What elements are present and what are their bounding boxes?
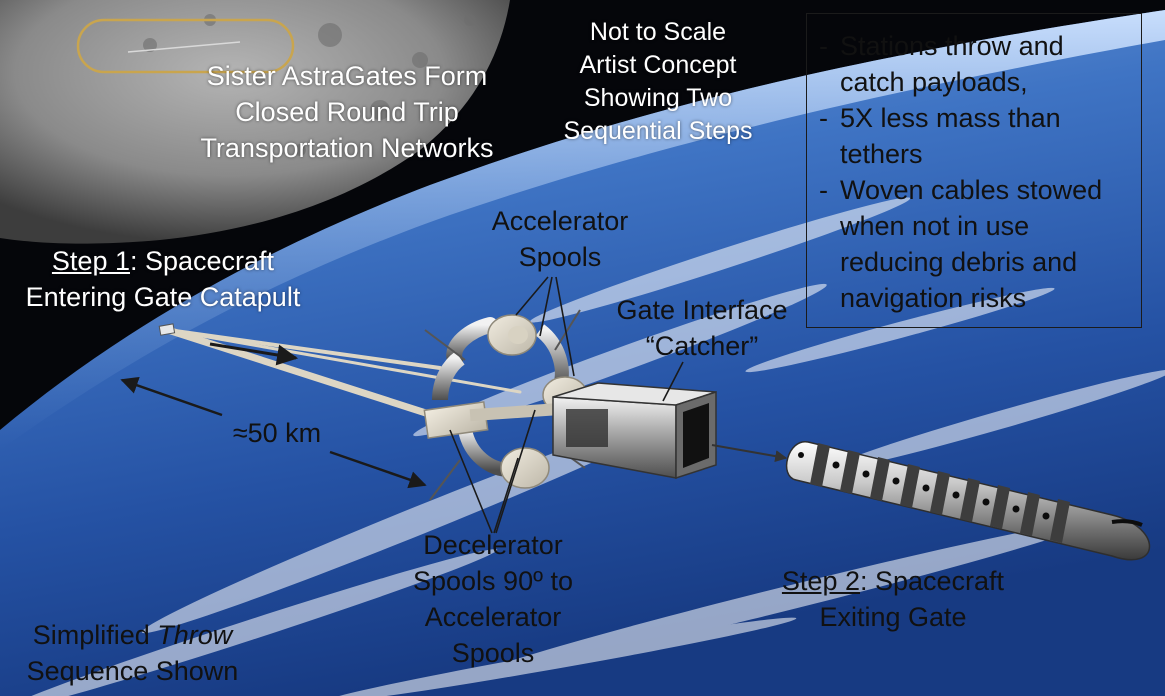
- key-point-1: Stations throw and catch payloads,: [819, 28, 1141, 100]
- step1-prefix: Step 1: [51, 246, 130, 276]
- gate-interface-label: Gate Interface “Catcher”: [603, 292, 801, 364]
- sister-gate-highlight: [76, 18, 295, 74]
- not-to-scale-line-3: Showing Two: [583, 84, 733, 112]
- gate-station: [423, 309, 717, 501]
- decelerator-spools-label: Decelerator Spools 90º to Accelerator Sp…: [403, 527, 583, 671]
- connector-bar: [469, 402, 566, 422]
- sister-gates-line-2: Closed Round Trip: [235, 97, 459, 127]
- distance-arrow-left: [120, 376, 223, 417]
- key-point-2-line-2: tethers: [840, 139, 923, 169]
- not-to-scale-line-1: Not to Scale: [589, 18, 727, 46]
- decelerator-line-2: Spools 90º to: [413, 566, 573, 596]
- gate-catcher-opening: [683, 403, 709, 468]
- key-point-3-line-3: reducing debris and: [840, 247, 1078, 277]
- step2-suffix: : Spacecraft: [859, 566, 1005, 596]
- step2-prefix: Step 2: [781, 566, 860, 596]
- step2-label: Step 2: Spacecraft Exiting Gate: [763, 563, 1023, 635]
- simplified-throw-label: Simplified Throw Sequence Shown: [10, 617, 255, 689]
- not-to-scale-line-2: Artist Concept: [579, 51, 737, 79]
- not-to-scale-label: Not to Scale Artist Concept Showing Two …: [553, 16, 763, 148]
- step1-line-2: Entering Gate Catapult: [25, 282, 301, 312]
- accelerator-line-2: Spools: [518, 242, 602, 272]
- sister-gates-line-1: Sister AstraGates Form: [206, 61, 488, 91]
- simplified-before: Simplified: [32, 620, 158, 650]
- simplified-line-1: Simplified Throw: [10, 617, 255, 653]
- key-point-3-line-2: when not in use: [840, 211, 1030, 241]
- step1-label: Step 1: Spacecraft Entering Gate Catapul…: [8, 243, 318, 315]
- key-point-1-line-1: Stations throw and: [840, 31, 1064, 61]
- key-point-2: 5X less mass than tethers: [819, 100, 1141, 172]
- spacecraft-step2: [785, 441, 1151, 561]
- gate-interface-line-2: “Catcher”: [645, 331, 759, 361]
- decelerator-line-4: Spools: [451, 638, 535, 668]
- step2-line-1: Step 2: Spacecraft: [763, 563, 1023, 599]
- simplified-italic: Throw: [157, 620, 233, 650]
- decelerator-spool-bottom: [500, 447, 550, 489]
- accelerator-spools-label: Accelerator Spools: [470, 203, 650, 275]
- key-points-list: Stations throw and catch payloads, 5X le…: [807, 14, 1141, 316]
- spacecraft-step1: [158, 323, 176, 336]
- leader-lines: [449, 276, 684, 534]
- key-point-2-line-1: 5X less mass than: [840, 103, 1061, 133]
- distance-arrow-right: [329, 450, 427, 489]
- gate-catcher-panel: [566, 409, 608, 447]
- sister-gates-label: Sister AstraGates Form Closed Round Trip…: [182, 58, 512, 166]
- sister-gates-line-3: Transportation Networks: [200, 133, 494, 163]
- key-point-3-line-1: Woven cables stowed: [840, 175, 1103, 205]
- moon-craters: [143, 14, 476, 156]
- sister-gate-tether: [127, 41, 241, 53]
- key-point-3: Woven cables stowed when not in use redu…: [819, 172, 1141, 316]
- step1-line-1: Step 1: Spacecraft: [8, 243, 318, 279]
- gate-interface-line-1: Gate Interface: [616, 295, 788, 325]
- distance-label: ≈50 km: [232, 418, 322, 448]
- step2-line-2: Exiting Gate: [819, 602, 967, 632]
- exit-arrow: [711, 444, 788, 463]
- decelerator-line-1: Decelerator: [423, 530, 563, 560]
- step1-suffix: : Spacecraft: [129, 246, 275, 276]
- simplified-line-2: Sequence Shown: [26, 656, 239, 686]
- moon: [0, 0, 510, 244]
- not-to-scale-line-4: Sequential Steps: [563, 117, 753, 145]
- accelerator-line-1: Accelerator: [491, 206, 629, 236]
- key-points-box: Stations throw and catch payloads, 5X le…: [806, 13, 1142, 328]
- key-point-1-line-2: catch payloads,: [840, 67, 1028, 97]
- key-point-3-line-4: navigation risks: [840, 283, 1027, 313]
- decelerator-line-3: Accelerator: [424, 602, 562, 632]
- cloud-streaks: [2, 197, 1165, 696]
- motion-arrow: [209, 342, 299, 366]
